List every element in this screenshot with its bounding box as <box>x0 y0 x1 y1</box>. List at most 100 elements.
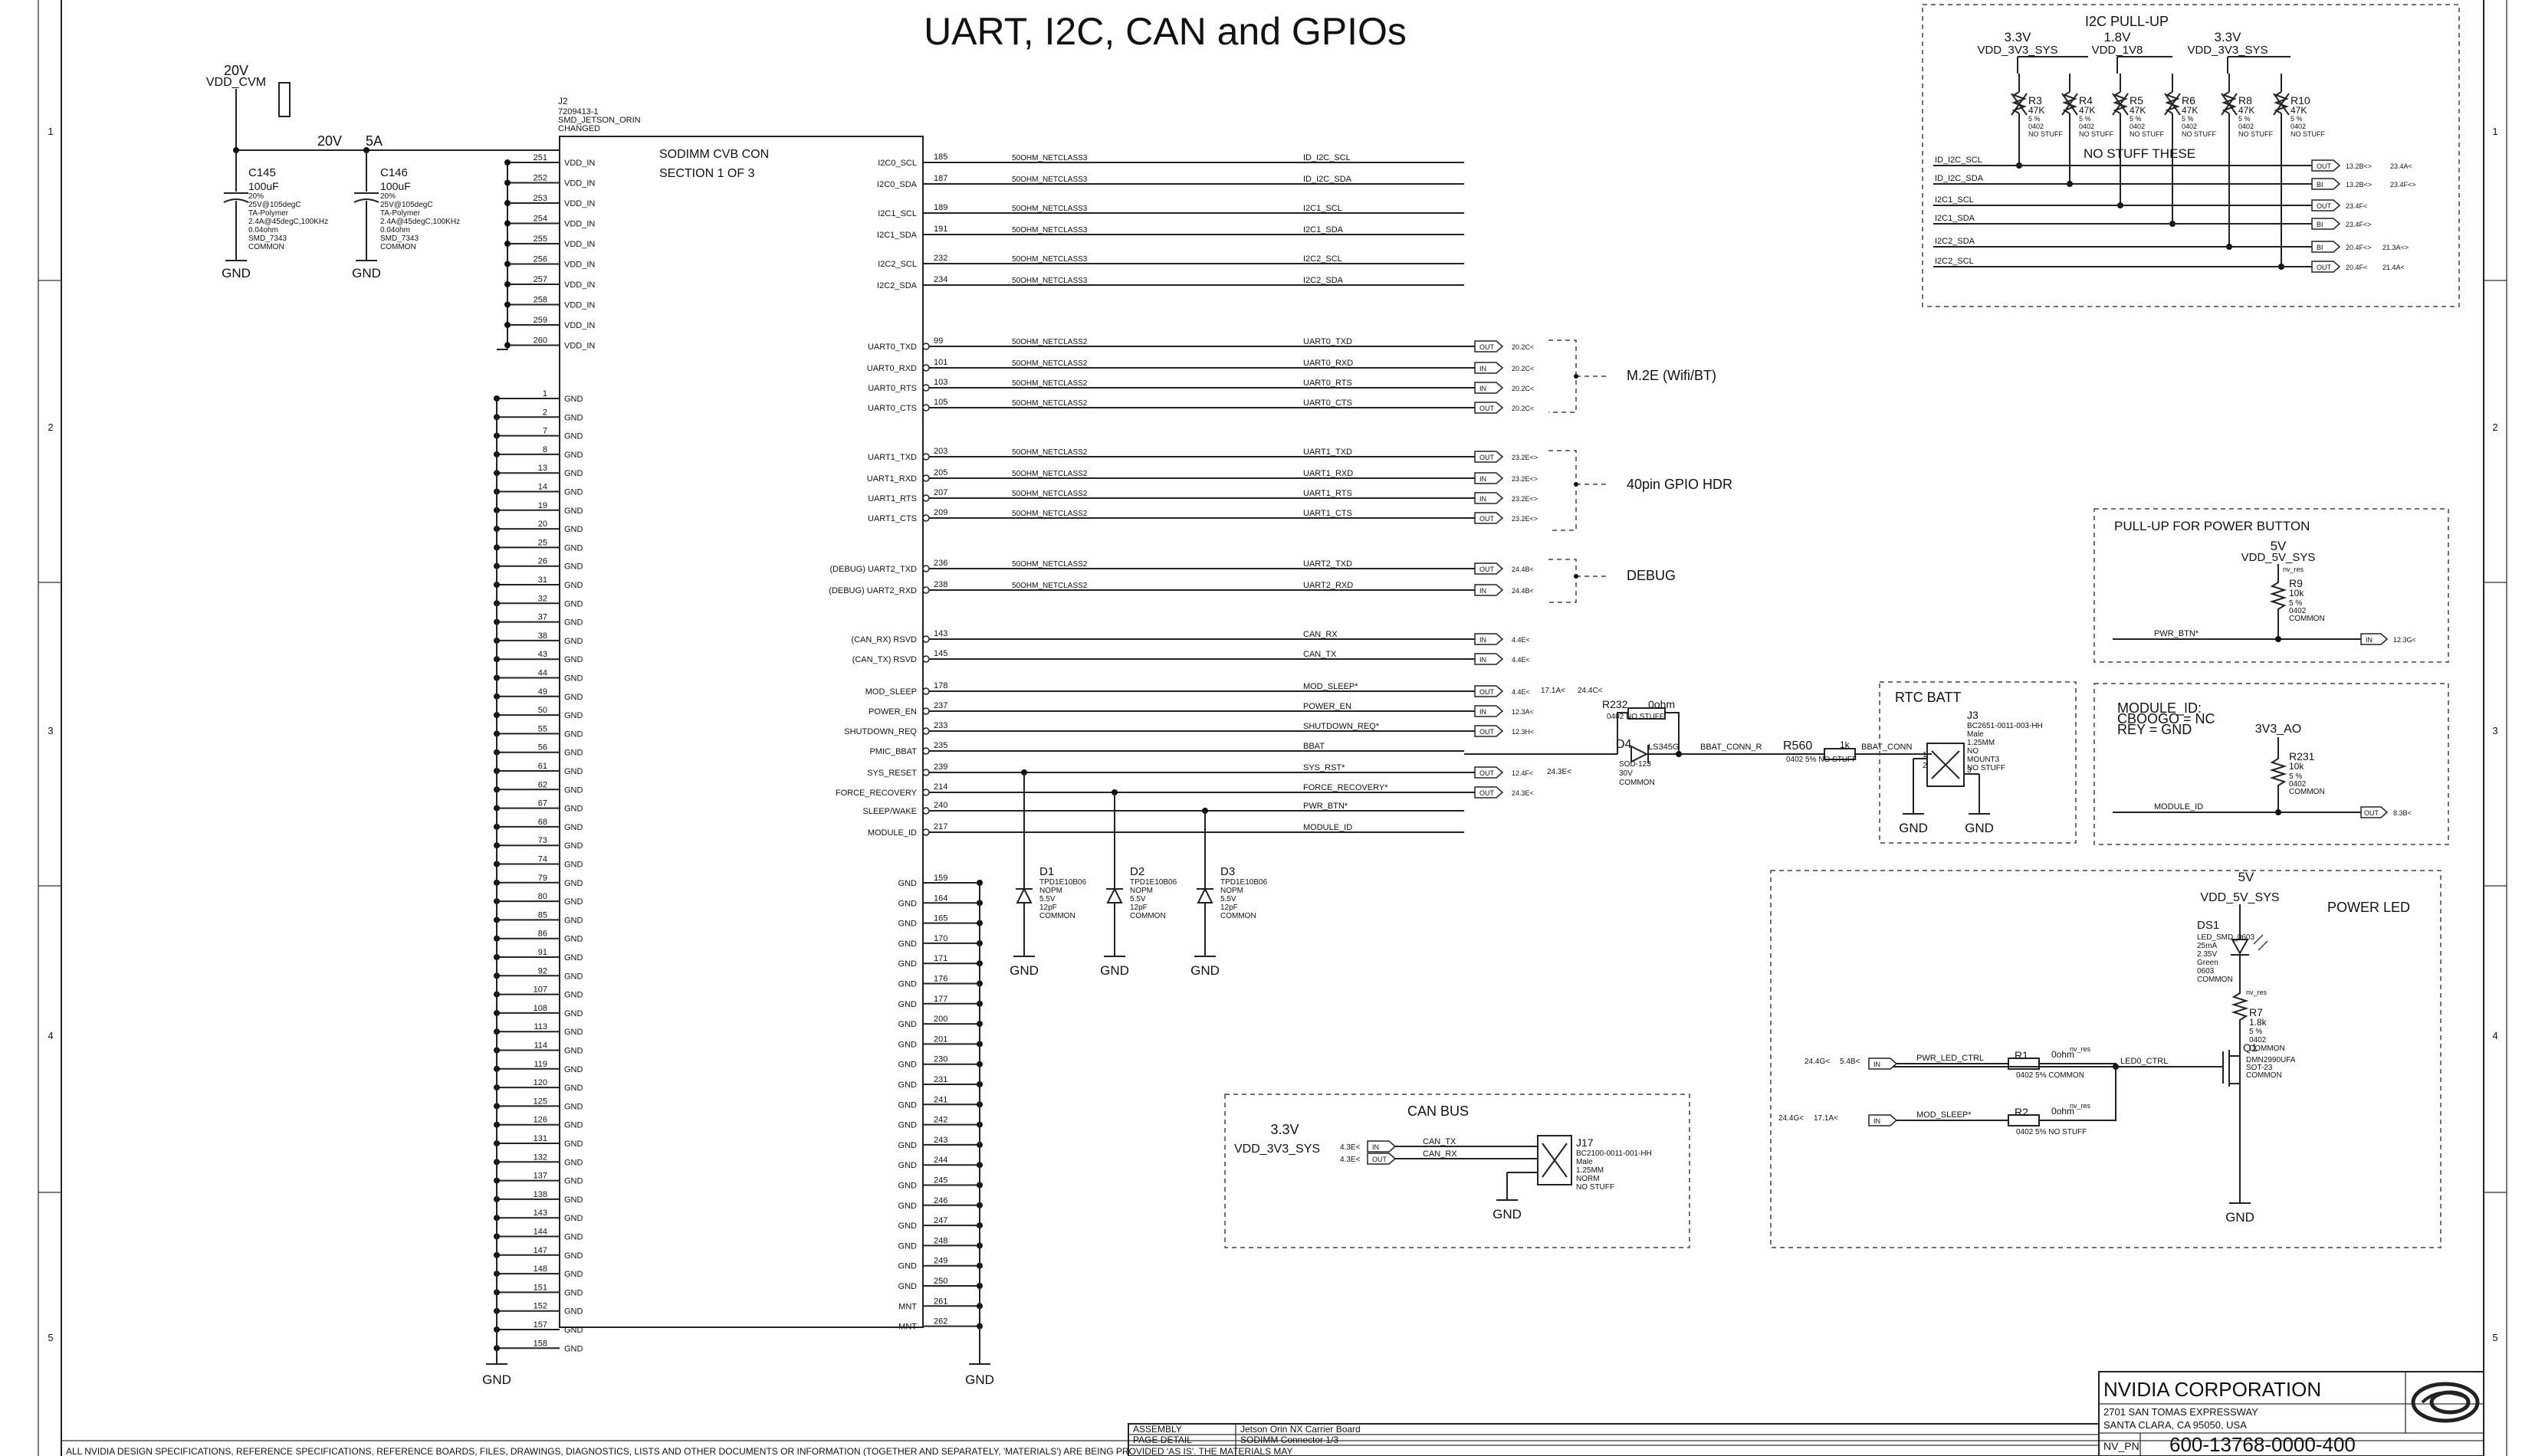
no-stuff-x <box>2164 93 2181 116</box>
signal-pin-number: 178 <box>934 681 947 690</box>
signal-pin-number: 236 <box>934 559 947 568</box>
signal-netclass: 50OHM_NETCLASS3 <box>1012 175 1088 184</box>
vdd-pin-name: VDD_IN <box>564 261 595 270</box>
cap-spec: TA-Polymer <box>248 209 289 218</box>
signal-netclass: 50OHM_NETCLASS2 <box>1012 359 1088 368</box>
i2c-ref: 20.4F< <box>2346 264 2367 271</box>
can-v: 3.3V <box>1270 1122 1299 1137</box>
diode-spec: COMMON <box>1220 912 1256 920</box>
signal-pin-name: I2C0_SDA <box>877 180 918 189</box>
gnd-pin-name: GND <box>564 562 583 572</box>
signal-ref: 20.2C< <box>1512 385 1534 392</box>
res-spec: 5 % <box>2028 115 2041 123</box>
gnd-pin-number: 230 <box>934 1055 947 1064</box>
pwr-led-ctrl-net: PWR_LED_CTRL <box>1916 1054 1984 1063</box>
gnd-pin-number: 44 <box>538 669 547 678</box>
res-ref: R4 <box>2079 94 2093 107</box>
pin-circle <box>922 343 930 350</box>
signal-pin-number: 233 <box>934 721 947 730</box>
i2c-port <box>2311 241 2341 253</box>
j17-spec: NORM <box>1576 1175 1600 1183</box>
signal-port <box>1474 492 1504 504</box>
signal-pin-name: UART0_CTS <box>868 404 917 413</box>
vdd-pin-number: 259 <box>534 316 547 325</box>
i2c-ref: 23.4F< <box>2346 202 2367 210</box>
cap-spec: COMMON <box>248 243 284 251</box>
gnd-pin-name: GND <box>898 899 918 908</box>
gnd-pin-number: 62 <box>538 780 547 789</box>
signal-net-name: UART0_RTS <box>1303 379 1352 388</box>
signal-net-name: I2C1_SCL <box>1303 204 1342 213</box>
signal-port <box>1474 653 1504 665</box>
vdd-junction <box>504 241 511 247</box>
gnd-pin-number: 74 <box>538 855 547 864</box>
vdd-junction <box>504 261 511 267</box>
signal-tag: OUT <box>1479 769 1495 777</box>
i2c-ref2: 21.4A< <box>2382 264 2405 271</box>
signal-port <box>1474 382 1504 394</box>
r7-spec: COMMON <box>2249 1044 2285 1053</box>
rtc-gnd-2: GND <box>1965 821 1994 835</box>
gnd-pin-name: GND <box>564 637 583 646</box>
gnd-pin-number: 245 <box>934 1176 947 1185</box>
res-ref: R6 <box>2182 94 2195 107</box>
res-spec: 47K <box>2130 105 2146 116</box>
pin-circle <box>922 384 930 392</box>
i2c-ref2: 23.4F<> <box>2390 181 2416 189</box>
led-in-tag-a: IN <box>1873 1061 1880 1068</box>
diode-symbol <box>1106 887 1123 903</box>
can-port <box>1367 1140 1397 1153</box>
vdd-pin-name: VDD_IN <box>564 301 595 310</box>
pwr-btn-nv: nv_res <box>2283 566 2304 573</box>
gnd-pin-name: GND <box>564 935 583 944</box>
gnd-pin-number: 20 <box>538 520 547 529</box>
gnd-pin-name: GND <box>564 395 583 404</box>
module-id-block: MODULE_ID: CBOOGO = NC REY = GND 3V3_AO … <box>2093 683 2449 845</box>
signal-pin-number: 209 <box>934 508 947 517</box>
led-ref-c: 24.4G< <box>1778 1114 1804 1123</box>
gnd-pin-name: GND <box>564 1270 583 1279</box>
diode-spec: COMMON <box>1039 912 1075 920</box>
d4-ref: D4 <box>1616 738 1632 751</box>
j17-spec: Male <box>1576 1158 1593 1166</box>
res-spec: 0402 <box>2079 123 2094 130</box>
i2c-rail-voltage: 3.3V <box>2215 30 2242 44</box>
gnd-pin-name: GND <box>564 488 583 497</box>
signal-pin-name: I2C2_SDA <box>877 281 918 290</box>
i2c-ref: 13.2B<> <box>2346 162 2372 170</box>
signal-tag: IN <box>1479 475 1486 483</box>
gnd-pin-number: 114 <box>534 1041 547 1051</box>
res-spec: NO STUFF <box>2182 130 2216 138</box>
signal-netclass: 50OHM_NETCLASS3 <box>1012 205 1088 213</box>
gnd-pin-name: GND <box>564 1307 583 1317</box>
signal-netclass: 50OHM_NETCLASS2 <box>1012 399 1088 408</box>
diode-spec: 5.5V <box>1039 895 1056 903</box>
signal-port <box>1474 725 1504 737</box>
i2c-net-name: I2C2_SDA <box>1935 237 1975 246</box>
signal-pin-name: (CAN_RX) RSVD <box>851 635 917 644</box>
gnd-label: GND <box>352 266 381 280</box>
vdd-junction <box>504 281 511 287</box>
signal-pin-name: UART1_CTS <box>868 514 917 523</box>
signal-net-name: MOD_SLEEP* <box>1303 682 1358 691</box>
signal-tag: OUT <box>1479 454 1495 461</box>
signal-ref: 24.4B< <box>1512 587 1534 595</box>
signal-pin-name: UART1_RTS <box>868 494 917 503</box>
pin-circle <box>922 655 930 663</box>
signal-net-name: UART0_CTS <box>1303 398 1352 408</box>
gnd-pin-number: 242 <box>934 1116 947 1125</box>
gnd-pin-name: GND <box>564 785 583 795</box>
r7-spec: 5 % <box>2249 1028 2262 1036</box>
gnd-pin-name: GND <box>898 1202 918 1211</box>
q1-spec: COMMON <box>2246 1071 2282 1080</box>
rtc-title: RTC BATT <box>1895 690 1961 705</box>
i2c-tag: BI <box>2317 221 2323 228</box>
signal-net-name: UART1_CTS <box>1303 509 1352 518</box>
diode-spec: NOPM <box>1039 887 1062 895</box>
led-ref-b: 5.4B< <box>1840 1058 1860 1066</box>
signal-netclass: 50OHM_NETCLASS2 <box>1012 470 1088 478</box>
